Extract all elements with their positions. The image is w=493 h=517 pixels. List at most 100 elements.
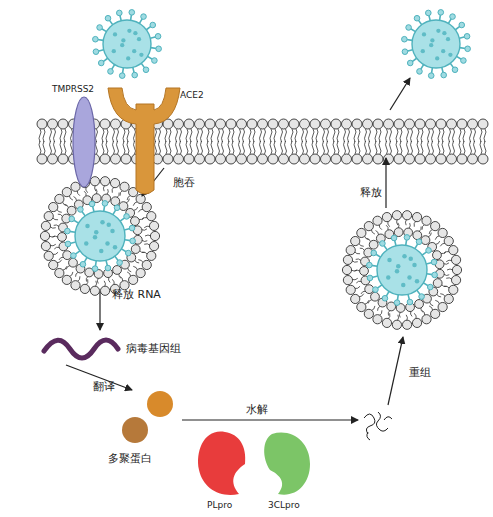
lipid-head (58, 233, 67, 242)
lipid-head (100, 154, 110, 164)
lipid-tail (369, 129, 371, 142)
tmprss2-protein (73, 97, 95, 187)
lipid-head (58, 154, 68, 164)
lipid-head (433, 251, 442, 260)
node-label: 病毒基因组 (126, 342, 181, 355)
lipid-head (71, 281, 80, 290)
rna-strand (44, 340, 118, 358)
lipid-tail (222, 129, 224, 142)
lipid-tail (453, 129, 455, 142)
spike-head (407, 299, 413, 305)
lipid-head (342, 265, 351, 274)
spike-head (382, 295, 388, 301)
lipid-head (247, 119, 257, 129)
lipid-head (352, 119, 362, 129)
lipid-tail (180, 129, 182, 142)
lipid-head (44, 251, 53, 260)
surface-dot (446, 37, 450, 41)
lipid-head (62, 275, 71, 284)
spike-head (156, 46, 162, 52)
lipid-head (422, 315, 431, 324)
lipid-head (90, 177, 99, 186)
lipid-tail (379, 129, 381, 142)
node-label: 多聚蛋白 (108, 452, 152, 465)
surface-dot (139, 53, 143, 57)
lipid-head (279, 119, 289, 129)
lipid-head (55, 268, 64, 277)
vesicle (40, 177, 159, 296)
lipid-head (436, 154, 446, 164)
lipid-head (364, 222, 373, 231)
lipid-head (216, 154, 226, 164)
spike-head (441, 72, 447, 78)
lipid-head (41, 242, 50, 251)
lipid-head (426, 119, 436, 129)
lipid-head (371, 292, 380, 301)
lipid-head (382, 212, 391, 221)
spike-head (65, 228, 71, 234)
spike-head (404, 235, 410, 241)
spike-head (108, 69, 114, 75)
lipid-head (392, 320, 401, 329)
lipid-head (90, 286, 99, 295)
lipid-head (351, 294, 360, 303)
surface-dot (127, 29, 131, 33)
lipid-head (71, 182, 80, 191)
spike-head (461, 58, 467, 64)
lipid-head (438, 228, 447, 237)
lipid-head (111, 197, 120, 206)
virus-body (377, 245, 427, 295)
lipid-head (351, 236, 360, 245)
spike-head (426, 248, 432, 254)
viral-genome: 病毒基因组 (40, 333, 190, 365)
surface-dot (99, 249, 104, 254)
lipid-tail (201, 129, 203, 142)
spike-head (373, 287, 379, 293)
lipid-head (413, 231, 422, 240)
lipid-head (147, 212, 156, 221)
lipid-head (394, 154, 404, 164)
lipid-head (67, 206, 76, 215)
lipid-tail (417, 129, 419, 142)
receptor-protein: ACE2 (108, 82, 218, 200)
lipid-tail (243, 141, 245, 154)
lipid-head (421, 236, 430, 245)
lipid-tail (470, 141, 472, 154)
spike-head (92, 266, 98, 272)
lipid-head (205, 154, 215, 164)
lipid-tail (249, 141, 251, 154)
lipid-head (216, 119, 226, 129)
lipid-tail (186, 141, 188, 154)
lipid-head (195, 119, 205, 129)
lipid-head (394, 119, 404, 129)
lipid-head (449, 246, 458, 255)
protease: 3CLpro (258, 428, 316, 513)
lipid-tail (197, 129, 199, 142)
lipid-tail (302, 129, 304, 142)
spike-head (428, 73, 434, 79)
lipid-head (364, 309, 373, 318)
lipid-tail (396, 129, 398, 142)
lipid-tail (438, 141, 440, 154)
lipid-head (373, 119, 383, 129)
lipid-head (69, 258, 78, 267)
lipid-tail (281, 129, 283, 142)
node-label: TMPRSS2 (52, 84, 94, 95)
surface-dot (387, 258, 392, 263)
lipid-head (357, 302, 366, 311)
virus-particle (93, 10, 162, 79)
spike-head (416, 239, 422, 245)
lipid-tail (295, 141, 297, 154)
lipid-tail (480, 141, 482, 154)
lipid-head (373, 216, 382, 225)
spike-head (464, 34, 470, 40)
lipid-tail (312, 141, 314, 154)
lipid-tail (39, 141, 41, 154)
lipid-head (405, 154, 415, 164)
lipid-head (444, 294, 453, 303)
lipid-tail (432, 129, 434, 142)
lipid-tail (218, 141, 220, 154)
lipid-head (226, 119, 236, 129)
surface-dot (407, 275, 412, 280)
lipid-tail (274, 141, 276, 154)
